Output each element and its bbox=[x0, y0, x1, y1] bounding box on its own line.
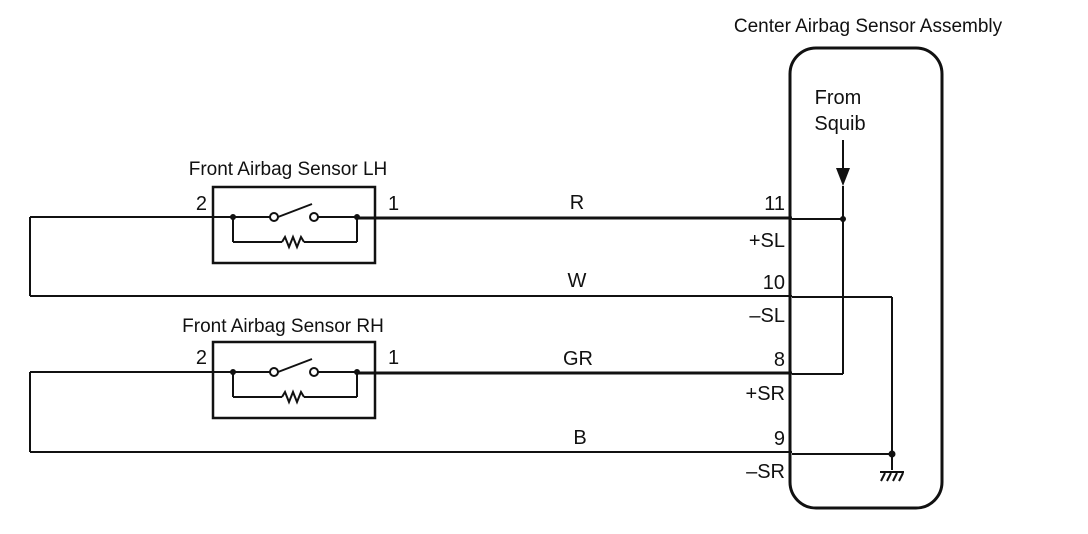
terminal-9-name: –SR bbox=[746, 461, 785, 483]
terminal-10-name: –SL bbox=[749, 305, 785, 327]
terminal-8-number: 8 bbox=[774, 349, 785, 371]
sensor-lh-pin-2: 2 bbox=[196, 193, 207, 215]
junction-dot-11 bbox=[840, 216, 846, 222]
wire-label-b: B bbox=[573, 427, 586, 449]
sensor-lh-label: Front Airbag Sensor LH bbox=[189, 159, 388, 180]
sensor-rh-box bbox=[211, 340, 377, 420]
sensor-rh-circuit bbox=[232, 358, 358, 405]
wire-label-w: W bbox=[568, 270, 587, 292]
sensor-lh-pin-1: 1 bbox=[388, 193, 399, 215]
junction-dot-9 bbox=[888, 450, 896, 458]
sensor-lh-box bbox=[211, 185, 377, 265]
sensor-rh-pin-2: 2 bbox=[196, 347, 207, 369]
center-sensor-assembly-box bbox=[788, 46, 944, 510]
terminal-11-number: 11 bbox=[764, 193, 785, 215]
squib-label-line2: Squib bbox=[814, 113, 865, 135]
wire-label-r: R bbox=[570, 192, 584, 214]
wire-label-gr: GR bbox=[563, 348, 593, 370]
terminal-9-number: 9 bbox=[774, 428, 785, 450]
wire-lh-ground-loop bbox=[29, 216, 792, 297]
squib-label-line1: From bbox=[815, 87, 862, 109]
terminal-11-name: +SL bbox=[749, 230, 785, 252]
wire-rh-ground-loop bbox=[29, 371, 792, 453]
sensor-rh-label: Front Airbag Sensor RH bbox=[182, 316, 384, 337]
squib-arrow-icon bbox=[836, 140, 850, 186]
terminal-8-name: +SR bbox=[746, 383, 785, 405]
sensor-rh-pin-1: 1 bbox=[388, 347, 399, 369]
sensor-lh-circuit bbox=[232, 203, 358, 250]
terminal-10-number: 10 bbox=[763, 272, 785, 294]
ground-icon bbox=[880, 471, 904, 482]
internal-wiring bbox=[792, 186, 893, 470]
assembly-title: Center Airbag Sensor Assembly bbox=[734, 16, 1003, 37]
